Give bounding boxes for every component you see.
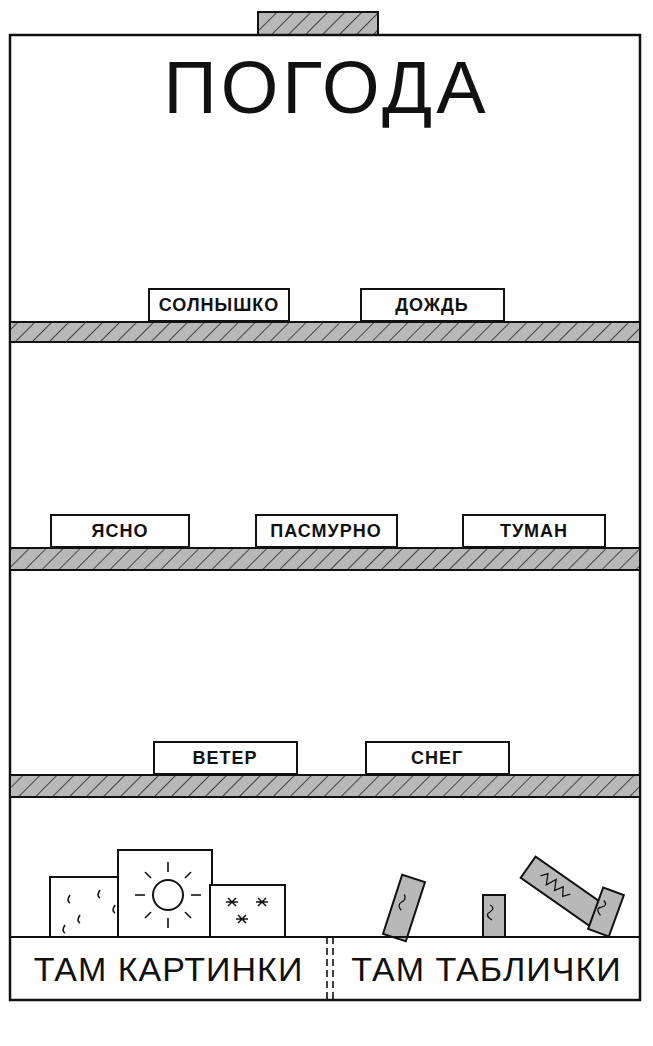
picture-cards: [50, 850, 285, 937]
weather-tag: ДОЖДЬ: [360, 288, 505, 322]
tag-text: ПАСМУРНО: [270, 521, 381, 542]
storage-label: ТАМ ТАБЛИЧКИ: [335, 939, 638, 999]
tag-text: ТУМАН: [500, 521, 568, 542]
tag-text: СОЛНЫШКО: [159, 295, 279, 316]
weather-tag: СНЕГ: [365, 741, 510, 775]
title: ПОГОДА: [0, 45, 653, 130]
weather-tag: СОЛНЫШКО: [148, 288, 290, 322]
band-top: [10, 936, 640, 938]
weather-tag: ПАСМУРНО: [255, 514, 398, 548]
tag-text: СНЕГ: [411, 748, 463, 769]
divider: [332, 937, 334, 1000]
tag-text: ВЕТЕР: [192, 748, 257, 769]
shelf: [10, 775, 640, 797]
storage-text: ТАМ ТАБЛИЧКИ: [351, 950, 621, 989]
weather-tag: ЯСНО: [50, 514, 190, 548]
weather-tag: ТУМАН: [462, 514, 606, 548]
cabinet-knob: [258, 12, 378, 35]
shelf: [10, 322, 640, 342]
divider: [326, 937, 328, 1000]
cabinet-outline: [10, 35, 640, 1000]
storage-text: ТАМ КАРТИНКИ: [34, 950, 304, 989]
tag-text: ДОЖДЬ: [395, 295, 469, 316]
shelf: [10, 548, 640, 570]
tag-text: ЯСНО: [92, 521, 149, 542]
storage-label: ТАМ КАРТИНКИ: [12, 939, 325, 999]
weather-tag: ВЕТЕР: [153, 741, 298, 775]
tablet-cards: [383, 857, 624, 942]
